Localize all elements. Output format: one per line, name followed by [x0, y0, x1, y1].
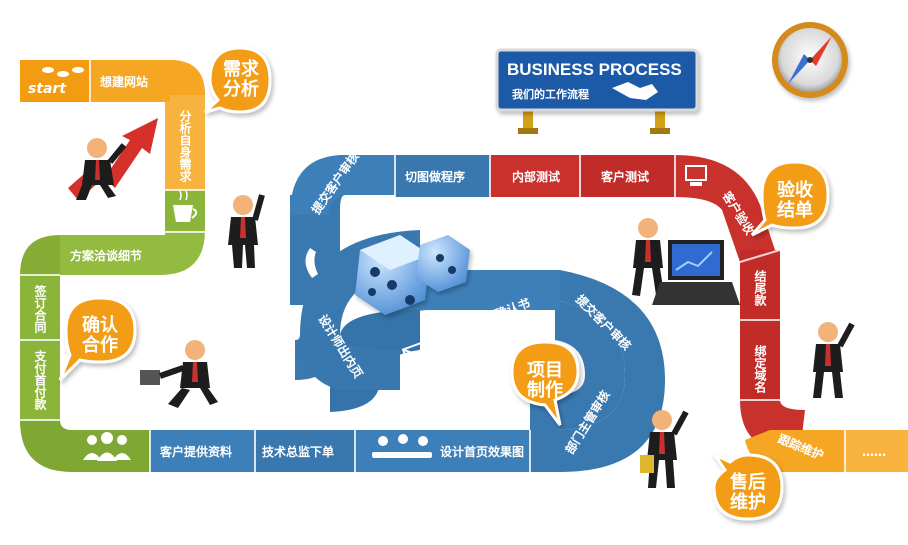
footprints-icon [42, 67, 84, 77]
handshake-icon [612, 82, 658, 100]
step-label: 方案洽谈细节 [70, 248, 142, 263]
phone-icon [305, 248, 318, 278]
compass-icon [772, 22, 848, 98]
speech-bubble-requirements: 需求分析 [203, 46, 272, 114]
meeting-icon [372, 434, 432, 458]
step-label: 客户提供资料 [159, 444, 232, 459]
bubble-line: 验收结单 [777, 179, 813, 221]
sign-title: BUSINESS PROCESS [507, 60, 682, 79]
people-group-icon [83, 432, 131, 461]
step-label-vertical: 分析自身需求 [178, 109, 192, 183]
road-orange-end [745, 430, 908, 472]
speech-bubble-production: 项目制作 [510, 340, 580, 426]
start-label: start [28, 81, 67, 97]
step-label: 切图做程序 [405, 169, 465, 184]
businessman-figure [813, 322, 855, 398]
step-label: 客户测试 [600, 169, 649, 184]
businessman-figure [140, 340, 218, 408]
step-label: …… [862, 445, 886, 459]
businessman-figure [640, 410, 689, 488]
businessman-figure [228, 194, 265, 268]
bubble-line: 确认合作 [82, 314, 119, 356]
step-label-vertical: 签订合同 [33, 284, 47, 334]
road-dividers [20, 60, 846, 472]
bubble-line: 售后维护 [730, 471, 766, 513]
coffee-cup-icon [173, 190, 198, 222]
step-label-vertical: 支付首付款 [33, 349, 47, 411]
bubble-line: 需求分析 [223, 58, 260, 100]
dice-icon [355, 235, 470, 315]
businessman-figure [632, 218, 664, 296]
laptop-icon [652, 240, 740, 305]
envelope-icon [401, 340, 433, 366]
bubble-line: 项目制作 [527, 360, 563, 401]
step-label: 技术总监下单 [262, 444, 334, 459]
speech-bubble-acceptance: 验收结单 [750, 160, 830, 237]
step-label: 内部测试 [512, 169, 560, 184]
step-label-vertical: 绑定域名 [753, 344, 767, 394]
step-label-vertical: 结尾款 [753, 269, 767, 307]
speech-bubble-confirm: 确认合作 [58, 296, 137, 382]
speech-bubble-aftersales: 售后维护 [710, 451, 784, 521]
business-process-sign: BUSINESS PROCESS 我们的工作流程 [495, 48, 699, 134]
businessman-figure [76, 138, 127, 200]
briefcase-icon [140, 370, 160, 385]
computer-icon [685, 165, 707, 186]
step-label: 想建网站 [99, 74, 148, 89]
road-orange [20, 60, 205, 190]
sign-subtitle: 我们的工作流程 [512, 87, 589, 101]
folder-icon [640, 455, 654, 473]
step-label: 设计首页效果图 [440, 444, 524, 459]
